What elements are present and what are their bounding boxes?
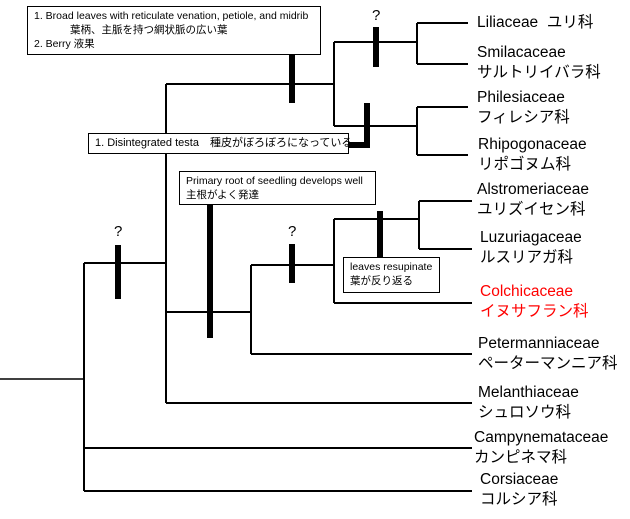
taxon-name-ja: ユリズイセン科 [477,201,586,218]
taxon-name: Luzuriagaceae [480,229,582,246]
taxon-name: Petermanniaceae [478,335,600,352]
taxon-name: Corsiaceae [480,471,559,488]
unknown-marker: ? [114,223,123,240]
character-box-testa: 1. Disintegrated testa 種皮がぼろぼろになっている [88,133,353,154]
taxon-colchicaceae: Colchicaceae イヌサフラン科 [480,282,589,322]
taxon-name-ja: イヌサフラン科 [480,303,589,320]
taxon-name: Liliaceae [477,14,539,31]
taxon-name: Alstromeriaceae [477,181,589,198]
taxon-name-ja: リポゴヌム科 [478,156,572,173]
bar-primary-root [207,205,213,338]
taxon-name-ja: シュロソウ科 [478,404,572,421]
taxon-name-ja: コルシア科 [480,491,558,508]
character-box-resupinate: leaves resupinate 葉が反り返る [343,257,440,293]
box-text: 主根がよく発達 [186,189,259,201]
taxon-name-ja: ペーターマンニア科 [478,355,618,372]
taxon-alstromeriaceae: Alstromeriaceae ユリズイセン科 [477,180,589,220]
box-text: 2. Berry 液果 [34,38,95,50]
taxon-name-ja: ルスリアガ科 [480,249,574,266]
taxon-name: Campynemataceae [474,429,609,446]
character-box-primary-root: Primary root of seedling develops well 主… [179,171,376,205]
taxon-smilacaceae: Smilacaceae サルトリイバラ科 [477,43,601,83]
box-text: 葉柄、主脈を持つ網状脈の広い葉 [70,24,228,36]
box-text: 1. Broad leaves with reticulate venation… [34,10,309,22]
taxon-rhipogonaceae: Rhipogonaceae リポゴヌム科 [478,135,587,175]
bar-broad-leaves [289,53,295,103]
taxon-name-ja: サルトリイバラ科 [477,64,601,81]
taxon-name: Colchicaceae [480,283,574,300]
taxon-name: Philesiaceae [477,89,565,106]
bar-lil-smil [373,27,379,67]
taxon-philesiaceae: Philesiaceae フィレシア科 [477,88,570,128]
taxon-campynemataceae: Campynemataceae カンピネマ科 [474,428,608,468]
taxon-name-ja: フィレシア科 [477,109,570,126]
taxon-name-ja: カンピネマ科 [474,449,568,466]
bar-lower [289,244,295,283]
taxon-petermanniaceae: Petermanniaceae ペーターマンニア科 [478,334,618,374]
box-text: leaves resupinate [350,261,433,273]
bar-resupinate [377,211,383,258]
unknown-marker: ? [372,7,381,24]
bar-core [115,245,121,299]
box-text: 葉が反り返る [350,275,413,287]
bar-testa-connector [348,142,370,148]
box-text: 1. Disintegrated testa 種皮がぼろぼろになっている [95,137,353,149]
taxon-luzuriagaceae: Luzuriagaceae ルスリアガ科 [480,228,582,268]
character-box-broad-leaves: 1. Broad leaves with reticulate venation… [27,6,321,55]
unknown-marker: ? [288,223,297,240]
bar-testa [364,103,370,148]
taxon-melanthiaceae: Melanthiaceae シュロソウ科 [478,383,579,423]
taxon-liliaceae: Liliaceae ユリ科 [477,13,593,33]
taxon-name: Rhipogonaceae [478,136,587,153]
taxon-name-ja: ユリ科 [546,14,594,31]
taxon-name: Smilacaceae [477,44,566,61]
character-bars [115,27,383,338]
taxon-corsiaceae: Corsiaceae コルシア科 [480,470,558,510]
taxon-name: Melanthiaceae [478,384,579,401]
box-text: Primary root of seedling develops well [186,175,363,187]
